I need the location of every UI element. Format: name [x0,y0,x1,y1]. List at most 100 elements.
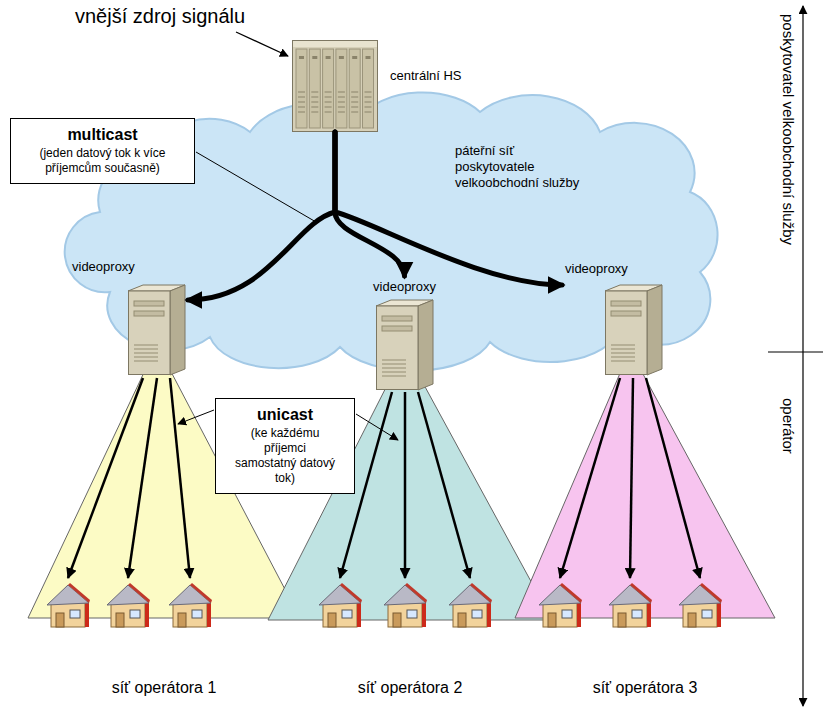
graphic-line [134,357,158,358]
graphic-line [298,102,305,103]
graphic-line [611,357,635,358]
scope-axis [802,6,803,706]
leader-line [356,414,398,440]
graphic-use [679,583,722,627]
graphic-line [338,92,345,93]
graphic-rect [134,301,164,306]
graphic-line [325,107,332,108]
graphic-line [404,392,407,578]
network-label: síť operátora 3 [515,678,775,698]
rack-server-icon [292,40,378,132]
graphic-line [311,112,318,113]
device-label: centrální HS [390,68,462,84]
graphic-rect [309,49,320,128]
graphic-line [611,361,635,362]
graphic-rect [382,316,412,321]
graphic-line [338,97,345,98]
graphic-rect [606,291,648,375]
graphic-line [311,97,318,98]
graphic-line [365,112,372,113]
graphic-line [630,378,633,578]
graphic-line [611,349,635,350]
graphic-use [384,583,427,627]
graphic-line [365,92,372,93]
graphic-line [325,97,332,98]
callout-title: unicast [222,405,348,424]
graphic-line [382,368,406,369]
label-holder: síť operátora 2 [268,678,552,698]
graphic-rect [363,49,374,128]
graphic-line [611,353,635,354]
network-label: síť operátora 1 [28,678,300,698]
graphic-polygon [647,285,662,375]
unicast-callout: unicast(ke každému příjemci samostatný d… [215,398,355,494]
graphic-line [134,353,158,354]
graphic-line [382,376,406,377]
graphic-rect [323,49,334,128]
graphic-rect [339,56,344,59]
graphic-line [325,92,332,93]
graphic-use [47,583,90,627]
graphic-rect [382,326,412,331]
graphic-line [298,107,305,108]
scope-label: poskytovatel velkoobchodní služby [780,14,797,245]
graphic-line [325,112,332,113]
graphic-line [134,345,158,346]
graphic-polygon [170,285,185,375]
label-holder: síť operátora 1 [28,678,300,698]
graphic-rect [366,56,371,59]
graphic-line [338,102,345,103]
graphic-use [539,583,582,627]
graphic-use [609,583,652,627]
graphic-rect [293,41,378,132]
network-label: síť operátora 2 [268,678,552,698]
videoproxy-server: videoproxy [128,285,185,375]
graphic-line [351,92,358,93]
graphic-line [338,112,345,113]
graphic-polygon [515,350,775,618]
server-icon [376,300,433,390]
graphic-polygon [418,300,433,390]
graphic-use [319,583,362,627]
multicast-arrow [335,132,562,285]
device-label: videoproxy [373,279,436,295]
label-holder: síť operátora 3 [515,678,775,698]
callout-title: multicast [17,125,188,144]
graphic-line [170,378,190,578]
device-label: videoproxy [565,261,628,277]
graphic-line [418,392,470,578]
graphic-rect [312,56,317,59]
leader-line [236,32,288,56]
source-label: vnější zdroj signálu [75,4,245,28]
graphic-rect [134,311,164,316]
scope-divider [768,351,823,352]
graphic-line [311,92,318,93]
graphic-rect [352,56,357,59]
videoproxy-server: videoproxy [605,285,662,375]
graphic-line [351,112,358,113]
graphic-line [298,92,305,93]
label-holder: poskytovatel velkoobchodní služby [780,14,797,245]
graphic-rect [129,291,171,375]
scope-label: operátor [780,398,797,454]
device-label: videoproxy [72,259,135,275]
graphic-line [298,97,305,98]
cloud-label: páteřní síť poskytovatele velkoobchodní … [455,143,595,191]
leader-line [178,410,214,424]
graphic-rect [611,311,641,316]
label-holder: vnější zdroj signálu [75,4,245,28]
label-holder: páteřní síť poskytovatele velkoobchodní … [455,143,595,191]
central-head-end: centrální HS [292,40,378,132]
graphic-rect [326,56,331,59]
graphic-rect [349,49,360,128]
graphic-line [382,372,406,373]
graphic-use [107,583,150,627]
graphic-use [449,583,492,627]
graphic-line [311,102,318,103]
graphic-rect [611,301,641,306]
graphic-rect [336,49,347,128]
graphic-line [128,378,157,578]
